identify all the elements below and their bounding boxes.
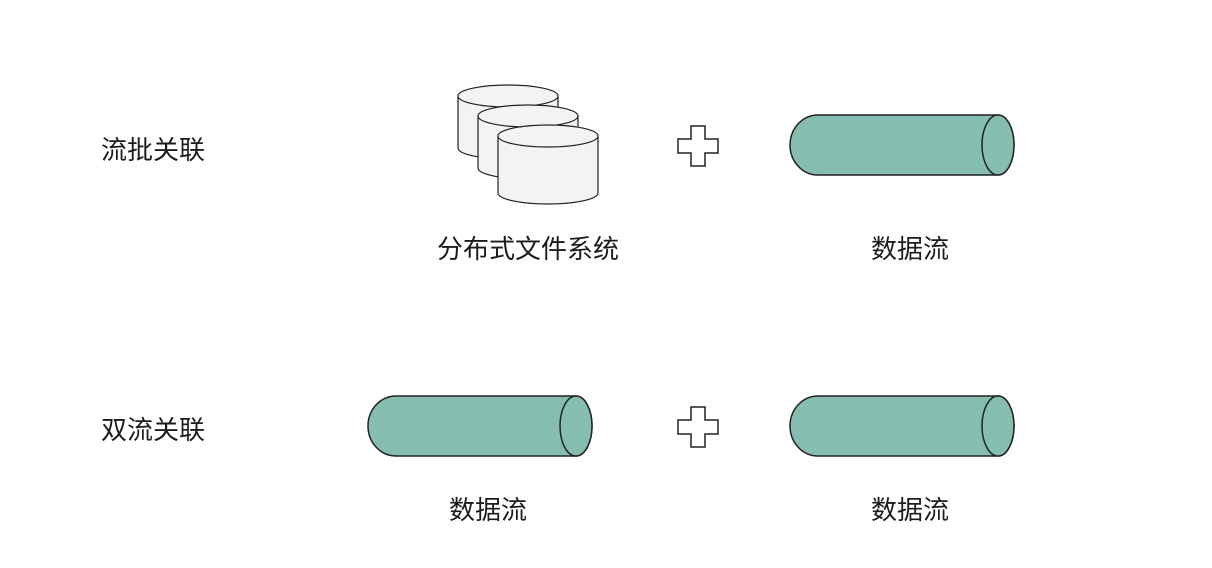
caption-data-stream: 数据流	[870, 496, 950, 526]
plus-icon	[677, 406, 719, 448]
caption-data-stream: 数据流	[448, 496, 528, 526]
svg-text:+: +	[676, 122, 677, 125]
data-stream-pipe-icon	[789, 114, 1015, 176]
distributed-file-system-icon	[457, 84, 599, 205]
data-stream-pipe-icon	[789, 395, 1015, 457]
plus-icon: +	[676, 122, 719, 167]
caption-data-stream: 数据流	[870, 235, 950, 265]
data-stream-pipe-icon	[367, 395, 593, 457]
row-label-stream-batch-join: 流批关联	[101, 136, 206, 166]
caption-distributed-file-system: 分布式文件系统	[436, 235, 620, 265]
row-label-dual-stream-join: 双流关联	[101, 416, 206, 446]
